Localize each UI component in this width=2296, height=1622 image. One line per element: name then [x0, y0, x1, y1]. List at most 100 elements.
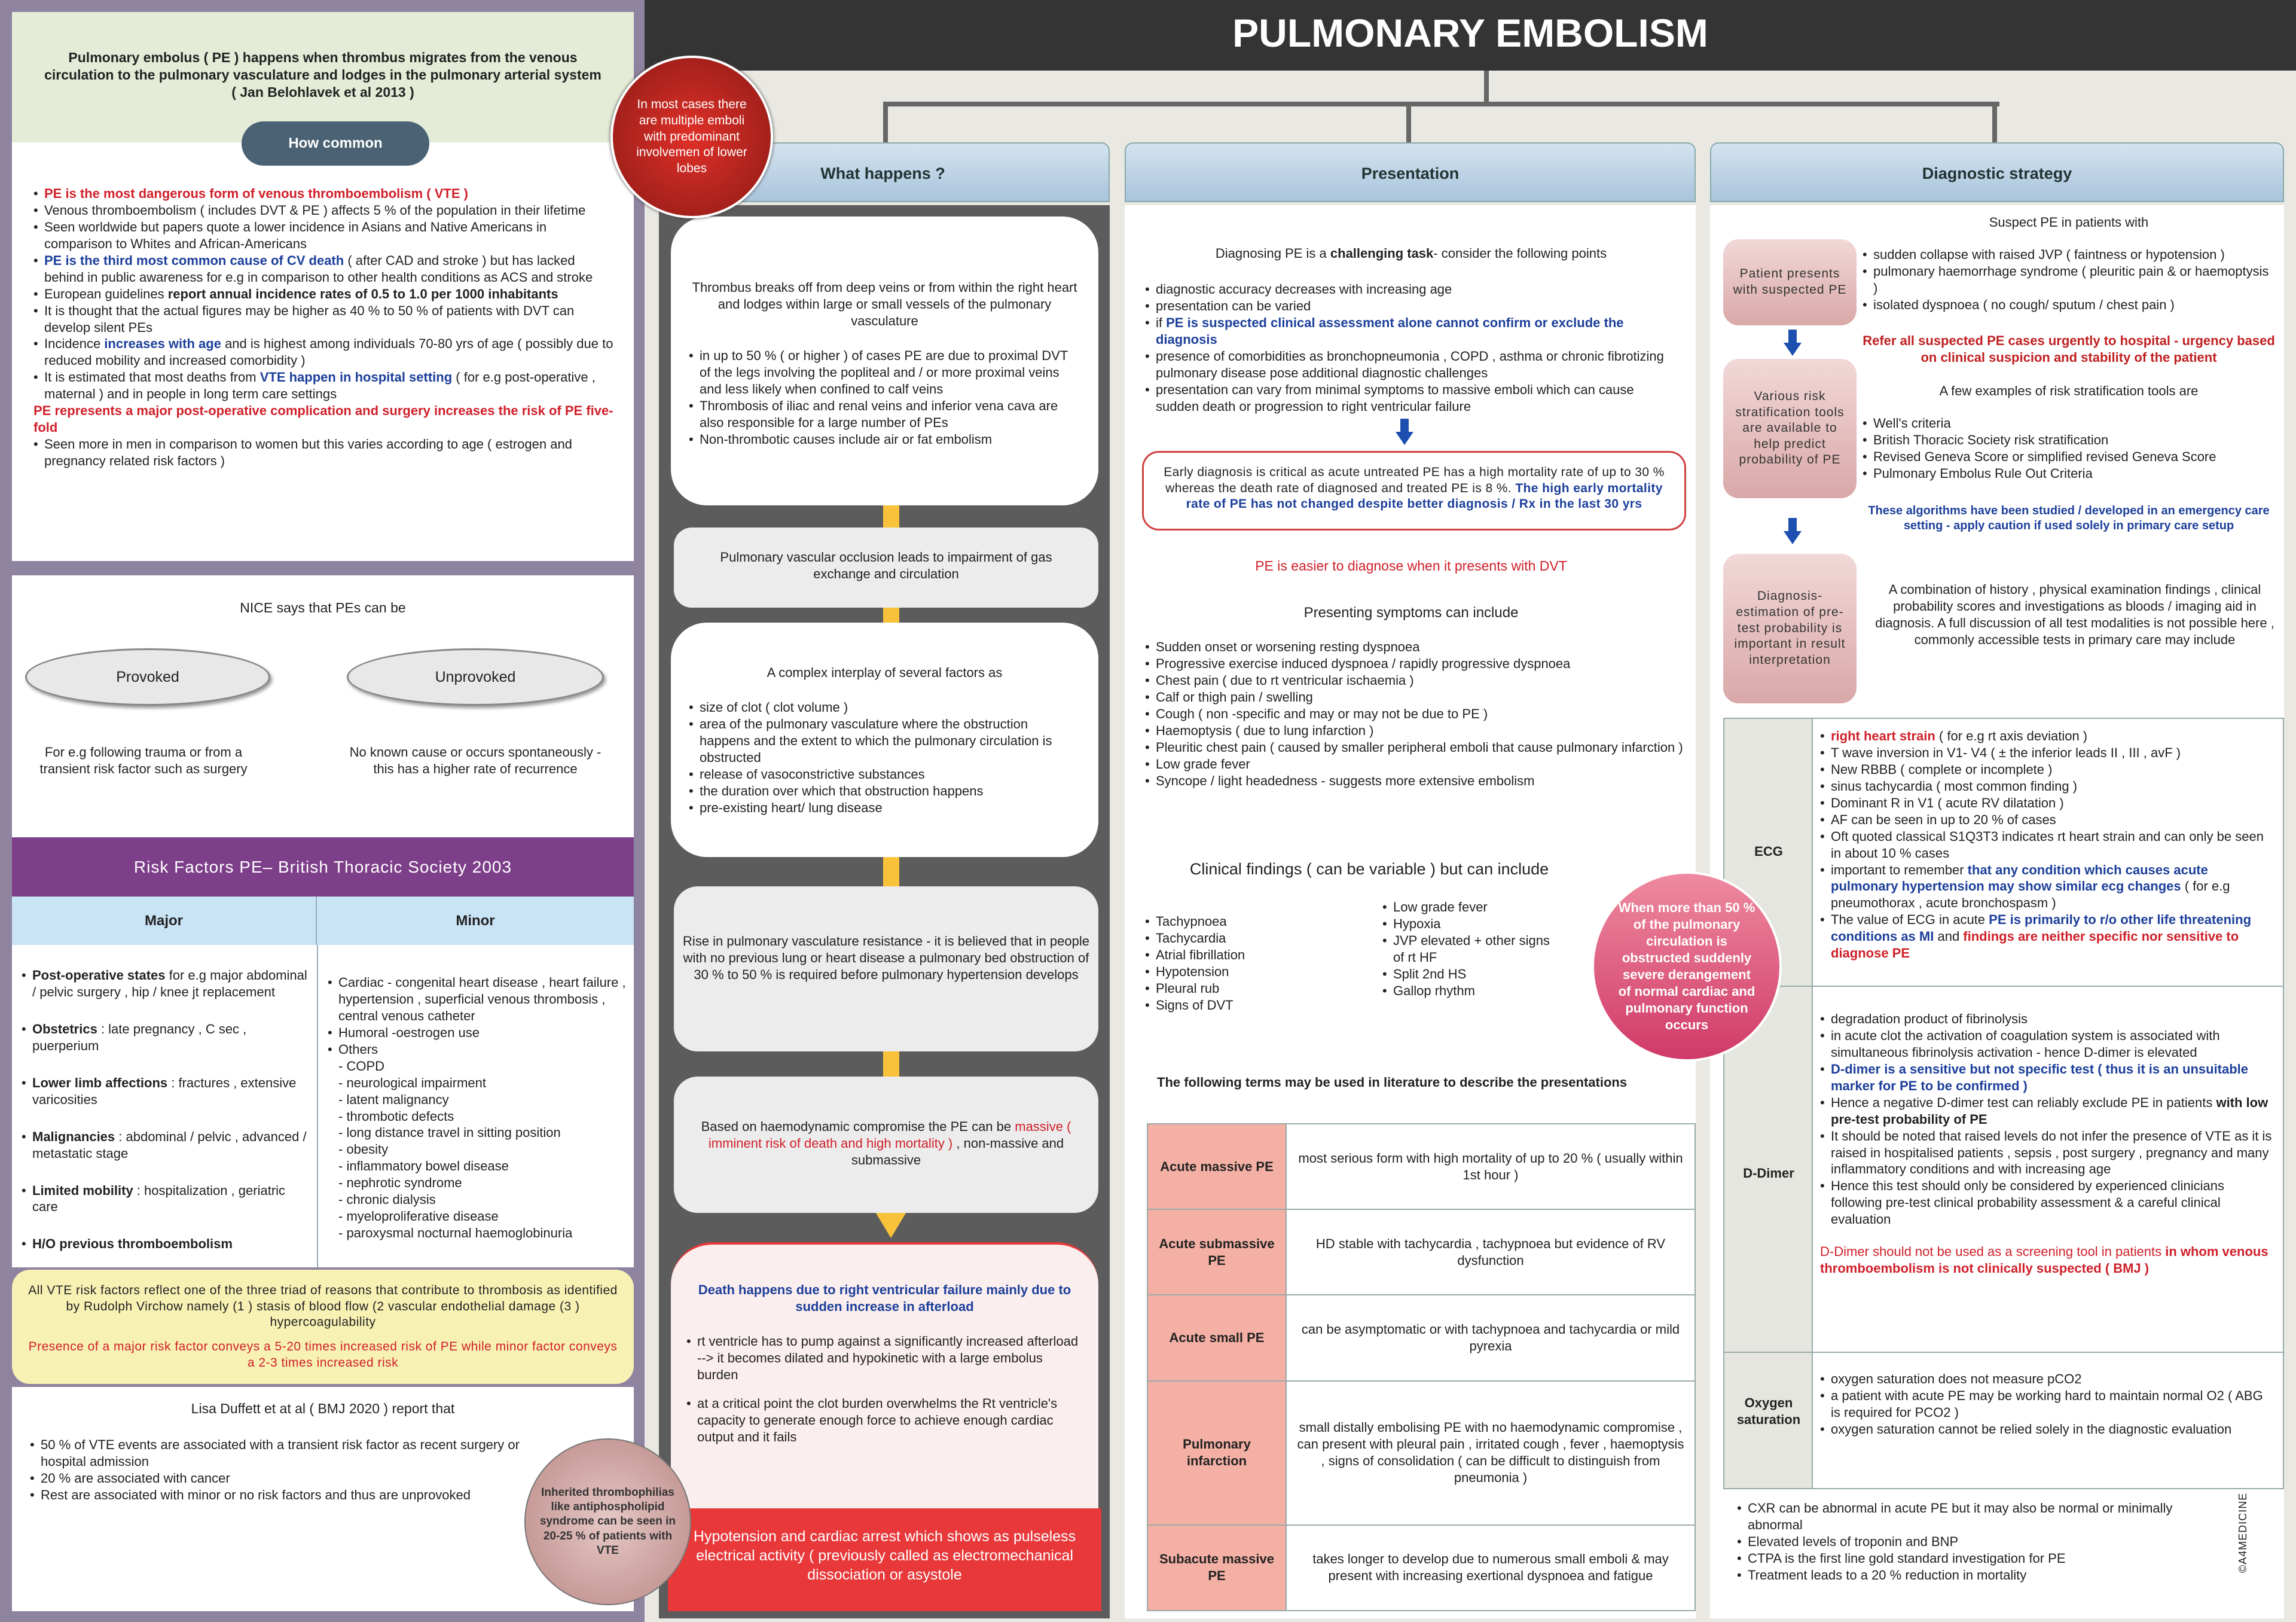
provoked-pill: Provoked [25, 648, 270, 706]
term-desc: small distally embolising PE with no hae… [1286, 1380, 1696, 1526]
refer-note: Refer all suspected PE cases urgently to… [1863, 333, 2275, 365]
list-item: pulmonary haemorrhage syndrome ( pleurit… [1863, 263, 2275, 297]
list-item: presence of comorbidities as bronchopneu… [1145, 348, 1671, 382]
combination-text: A combination of history , physical exam… [1875, 582, 2274, 647]
list-item: Pleural rub [1145, 980, 1360, 997]
list-item: Post-operative states for e.g major abdo… [22, 967, 309, 1001]
list-item: oxygen saturation cannot be relied solel… [1820, 1421, 2274, 1438]
list-item: Split 2nd HS [1382, 966, 1562, 983]
list-item: sinus tachycardia ( most common finding … [1820, 778, 2274, 795]
major-header: Major [12, 897, 317, 945]
oxygen-list: oxygen saturation does not measure pCO2a… [1820, 1371, 2274, 1438]
list-item: isolated dyspnoea ( no cough/ sputum / c… [1863, 297, 2275, 313]
nice-box: NICE says that PEs can be Provoked Unpro… [12, 575, 634, 837]
list-item: Hence this test should only be considere… [1820, 1178, 2274, 1228]
list-item: T wave inversion in V1- V4 ( ± the infer… [1820, 745, 2274, 761]
obstruction-circle: When more than 50 % of the pulmonary cir… [1592, 871, 1782, 1062]
suspected-pe-box: Patient presents with suspected PE [1723, 239, 1857, 325]
unprovoked-pill: Unprovoked [347, 648, 604, 706]
list-item: Gallop rhythm [1382, 983, 1562, 999]
list-item: Well's criteria [1863, 415, 2275, 432]
thrombophilia-circle: Inherited thrombophilias like antiphosph… [524, 1438, 691, 1605]
list-item: oxygen saturation does not measure pCO2 [1820, 1371, 2274, 1388]
list-item: Incidence increases with age and is high… [33, 336, 617, 369]
term-name: Acute massive PE [1147, 1123, 1287, 1211]
list-item: CTPA is the first line gold standard inv… [1737, 1550, 2227, 1567]
list-item: - chronic dialysis [338, 1192, 436, 1208]
list-item: - thrombotic defects [338, 1108, 454, 1124]
clinical-list-left: TachypnoeaTachycardiaAtrial fibrillation… [1145, 913, 1360, 1014]
other-risk-list: - COPD- neurological impairment- latent … [328, 1058, 627, 1242]
page-title: PULMONARY EMBOLISM [645, 0, 2296, 71]
nice-title: NICE says that PEs can be [240, 600, 406, 615]
diagnosis-points-list: diagnostic accuracy decreases with incre… [1145, 281, 1671, 415]
list-item: Others [328, 1041, 627, 1058]
list-item: Seen more in men in comparison to women … [33, 436, 617, 469]
list-item: Progressive exercise induced dyspnoea / … [1145, 655, 1683, 672]
list-item: Pulmonary Embolus Rule Out Criteria [1863, 465, 2275, 482]
list-item: Seen worldwide but papers quote a lower … [33, 219, 617, 252]
list-item: degradation product of fibrinolysis [1820, 1011, 2274, 1028]
list-item: - long distance travel in sitting positi… [338, 1125, 561, 1141]
list-item: European guidelines report annual incide… [33, 286, 617, 303]
list-item: Signs of DVT [1145, 997, 1360, 1014]
list-item: area of the pulmonary vasculature where … [689, 716, 1080, 766]
list-item: JVP elevated + other signs of rt HF [1382, 932, 1562, 966]
list-item: Chest pain ( due to rt ventricular ischa… [1145, 672, 1683, 689]
list-item: in up to 50 % ( or higher ) of cases PE … [689, 347, 1080, 398]
term-name: Subacute massive PE [1147, 1524, 1287, 1612]
lower-lobes-circle: In most cases there are multiple emboli … [610, 56, 773, 218]
provoked-desc: For e.g following trauma or from a trans… [39, 745, 248, 776]
thrombus-list: in up to 50 % ( or higher ) of cases PE … [689, 347, 1080, 448]
symptoms-list: Sudden onset or worsening resting dyspno… [1145, 639, 1683, 789]
list-item: Obstetrics : late pregnancy , C sec , pu… [22, 1021, 309, 1054]
clinical-heading: Clinical findings ( can be variable ) bu… [1189, 860, 1549, 878]
term-name: Acute submassive PE [1147, 1209, 1287, 1296]
list-item: a patient with acute PE may be working h… [1820, 1388, 2274, 1421]
list-item: Limited mobility : hospitalization , ger… [22, 1182, 309, 1216]
tests-table: ECG D-Dimer Oxygen saturation right hear… [1723, 718, 2284, 1489]
flow-arrow-head [873, 1208, 909, 1238]
list-item: Cardiac - congenital heart disease , hea… [328, 974, 627, 1025]
death-box: Death happens due to right ventricular f… [671, 1242, 1098, 1517]
ddimer-list: degradation product of fibrinolysisin ac… [1820, 1011, 2274, 1228]
list-item: CXR can be abnormal in acute PE but it m… [1737, 1500, 2227, 1533]
resistance-box: Rise in pulmonary vasculature resistance… [674, 886, 1098, 1051]
list-item: D-dimer is a sensitive but not specific … [1820, 1061, 2274, 1094]
list-item: It should be noted that raised levels do… [1820, 1128, 2274, 1178]
list-item: PE represents a major post-operative com… [33, 403, 613, 435]
list-item: Dominant R in V1 ( acute RV dilatation ) [1820, 795, 2274, 812]
arrow-down-icon [1784, 330, 1802, 356]
arrow-down-icon [1396, 419, 1413, 445]
list-item: Treatment leads to a 20 % reduction in m… [1737, 1567, 2227, 1584]
haemodynamic-box: Based on haemodynamic compromise the PE … [674, 1077, 1098, 1213]
list-item: Syncope / light headedness - suggests mo… [1145, 773, 1683, 789]
list-item: New RBBB ( complete or incomplete ) [1820, 761, 2274, 778]
term-name: Acute small PE [1147, 1294, 1287, 1382]
risk-table: Major Minor Post-operative states for e.… [12, 897, 634, 1267]
list-item: Calf or thigh pain / swelling [1145, 689, 1683, 706]
minor-risk-list: Cardiac - congenital heart disease , hea… [328, 974, 627, 1058]
list-item: - obesity [338, 1142, 389, 1157]
oxygen-label: Oxygen saturation [1736, 1395, 1801, 1427]
intro-text: Pulmonary embolus ( PE ) happens when th… [44, 50, 602, 100]
list-item: important to remember that any condition… [1820, 862, 2274, 912]
list-item: the duration over which that obstruction… [689, 783, 1080, 800]
occlusion-box: Pulmonary vascular occlusion leads to im… [674, 528, 1098, 608]
list-item: British Thoracic Society risk stratifica… [1863, 432, 2275, 449]
diagnostic-header: Diagnostic strategy [1710, 142, 2284, 202]
list-item: rt ventricle has to pump against a signi… [686, 1333, 1083, 1383]
list-item: Oft quoted classical S1Q3T3 indicates rt… [1820, 828, 2274, 862]
list-item: Low grade fever [1382, 899, 1562, 916]
list-item: Rest are associated with minor or no ris… [30, 1487, 532, 1504]
list-item: Pleuritic chest pain ( caused by smaller… [1145, 739, 1683, 756]
suspect-heading: Suspect PE in patients with [1989, 215, 2149, 230]
how-common-list: PE is the most dangerous form of venous … [33, 185, 617, 469]
list-item: - myeloproliferative disease [338, 1209, 499, 1224]
virchow-box: All VTE risk factors reflect one of the … [12, 1270, 634, 1384]
term-desc: HD stable with tachycardia , tachypnoea … [1286, 1209, 1696, 1296]
list-item: Atrial fibrillation [1145, 947, 1360, 964]
copyright: ©A4MEDICINE [2237, 1492, 2249, 1573]
